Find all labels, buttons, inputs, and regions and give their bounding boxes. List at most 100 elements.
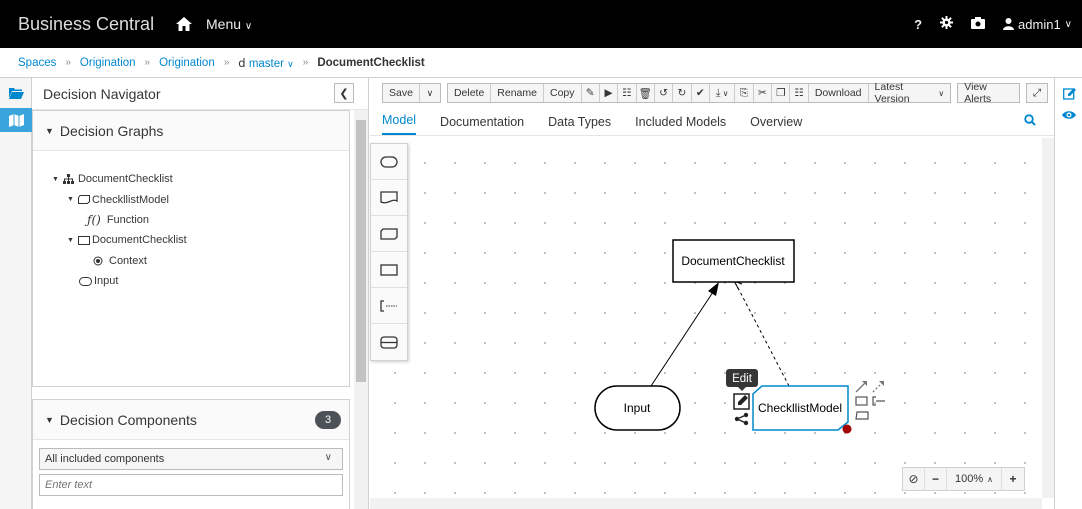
left-icon-strip [0,78,32,509]
caret-down-icon: ▼ [45,125,54,136]
tab-model[interactable]: Model [382,113,417,135]
decision-components-header[interactable]: ▼ Decision Components 3 [33,400,349,440]
share-icon[interactable] [734,412,749,426]
diagram-canvas[interactable]: DocumentChecklist Input CheckllistModel … [370,138,1042,498]
connector-dashed-arrow-icon[interactable] [872,381,884,393]
tree-item-root[interactable]: ▼ DocumentChecklist [33,169,349,189]
zoom-in-button[interactable]: + [1009,472,1017,486]
version-selector[interactable]: Latest Version ∨ [869,81,951,105]
zoom-controls: ⊘ − 100% ∧ + [902,467,1025,491]
edit-tooltip: Edit [726,369,758,391]
components-search-input[interactable] [39,474,343,496]
delete-button[interactable]: Delete [448,84,492,102]
paste-icon[interactable]: ❐ [772,84,791,102]
decision-graphs-header[interactable]: ▼ Decision Graphs [33,111,349,151]
map-icon[interactable] [0,108,32,132]
download-button[interactable]: Download [809,84,869,102]
connector-solid-arrow-icon[interactable] [855,381,867,393]
tab-documentation[interactable]: Documentation [440,115,525,129]
add-knowledge-source-icon[interactable] [855,411,869,420]
menu-dropdown[interactable]: Menu ∨ [206,16,252,32]
eraser-icon[interactable]: ✎ [582,84,600,102]
breadcrumb-separator: » [144,57,151,68]
decision-components-section: ▼ Decision Components 3 All included com… [32,399,350,509]
rename-button[interactable]: Rename [491,84,544,102]
redo-icon[interactable]: ↻ [673,84,692,102]
user-menu[interactable]: admin1 ∨ [1003,17,1072,32]
breadcrumb-project[interactable]: Origination [159,56,215,69]
edit-properties-icon[interactable] [1055,81,1082,105]
palette-decision-service-icon[interactable] [371,324,407,360]
canvas-horizontal-scrollbar[interactable] [370,498,1042,509]
palette-bkm-icon[interactable] [371,216,407,252]
navigator-scrollbar[interactable] [354,110,368,509]
gear-icon[interactable] [940,16,954,32]
save-options-button[interactable]: ∨ [420,84,440,102]
tree-item-function[interactable]: ƒ() Function [33,210,349,230]
help-button[interactable]: ? [914,16,923,32]
copy-button[interactable]: Copy [544,84,582,102]
breadcrumb-separator: » [65,57,71,68]
palette-decision-icon[interactable] [371,252,407,288]
branch-label: master [248,57,284,70]
components-filter-select[interactable]: All included components ∨ [39,448,343,470]
tab-included-models[interactable]: Included Models [635,115,727,129]
zoom-level-selector[interactable]: 100% ∧ [947,468,1002,490]
decision-node[interactable]: DocumentChecklist [672,239,795,283]
information-requirement-edge[interactable] [650,288,716,387]
diagram-svg: DocumentChecklist Input CheckllistModel … [594,239,885,434]
add-annotation-icon[interactable] [872,396,885,406]
decision-node-icon [77,235,90,245]
knowledge-requirement-edge[interactable] [735,283,790,387]
save-button[interactable]: Save [383,84,420,102]
validate-check-icon[interactable]: ✔ [692,84,710,102]
add-decision-icon[interactable] [855,396,868,406]
palette-input-data-icon[interactable] [371,144,407,180]
tab-overview[interactable]: Overview [750,115,803,129]
tree-item-context[interactable]: Context [33,251,349,271]
expand-icon[interactable]: ⤢ [1032,86,1042,99]
search-icon[interactable] [1024,114,1036,129]
caret-down-icon: ▼ [67,236,74,244]
tree-item-decision[interactable]: ▼ DocumentChecklist [33,230,349,250]
edit-icon[interactable] [733,393,750,410]
edit-actions-group: Delete Rename Copy ✎ ▶ ☷ 🗑 ↺ ↻ ✔ ⤓ ∨ ⎘ ✂… [446,81,952,105]
home-icon[interactable] [174,14,194,34]
cut-icon[interactable]: ✂ [754,84,773,102]
breadcrumb-spaces[interactable]: Spaces [18,56,57,69]
view-alerts-button[interactable]: View Alerts [964,81,992,105]
tab-data-types[interactable]: Data Types [548,115,612,129]
copy-icon[interactable]: ⎘ [735,84,754,102]
folder-open-icon[interactable] [0,81,32,105]
node-palette [370,143,408,361]
decision-navigator-panel: Decision Navigator ❮ ▼ Decision Graphs ▼… [32,78,369,509]
tree-item-label: DocumentChecklist [77,173,173,186]
tree-item-input[interactable]: Input [33,271,349,291]
collapse-panel-button[interactable]: ❮ [334,83,354,103]
play-icon[interactable]: ▶ [600,84,619,102]
edit-tooltip-label: Edit [732,373,753,385]
grid-icon[interactable]: ☷ [618,84,637,102]
decision-graph-tree: ▼ DocumentChecklist ▼ CheckllistModel ƒ(… [33,151,349,291]
eye-icon[interactable] [1055,105,1082,125]
palette-knowledge-source-icon[interactable] [371,180,407,216]
right-icon-strip [1054,78,1082,509]
scrollbar-thumb[interactable] [356,120,366,382]
palette-text-annotation-icon[interactable] [371,288,407,324]
bkm-node-selected[interactable]: CheckllistModel [752,385,852,434]
branch-icon: 𝖽 [238,57,246,70]
branch-selector[interactable]: 𝖽 master ∨ [238,56,293,70]
sitemap-icon[interactable]: ☷ [790,84,809,102]
input-data-node[interactable]: Input [594,385,681,431]
tree-item-checklistmodel[interactable]: ▼ CheckllistModel [33,189,349,209]
reset-zoom-icon[interactable]: ⊘ [903,468,925,490]
brand-logo[interactable]: Business Central [18,13,155,34]
zoom-out-button[interactable]: − [925,468,947,490]
camera-icon[interactable] [971,16,986,32]
undo-icon[interactable]: ↺ [655,84,674,102]
canvas-vertical-scrollbar[interactable] [1042,138,1054,498]
breadcrumb-space[interactable]: Origination [79,56,136,69]
menu-label: Menu [206,16,242,32]
export-icon[interactable]: ⤓ ∨ [710,84,736,102]
trash-icon[interactable]: 🗑 [637,84,655,102]
